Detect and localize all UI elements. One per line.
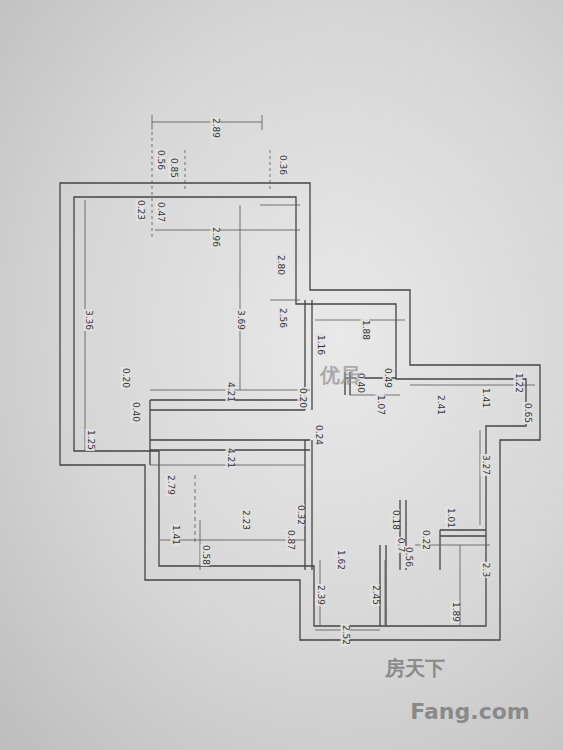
dimension-label: 1.07 [376, 394, 385, 416]
dimension-label: 0.85 [169, 157, 178, 179]
dimension-line [155, 205, 300, 390]
watermark: 房天下 [385, 658, 445, 678]
dimension-label: 0.24 [314, 424, 323, 446]
dimension-label: 0.7 [396, 537, 405, 553]
dimension-label: 0.65 [523, 402, 532, 424]
dimension-label: 2.80 [276, 254, 285, 276]
dimension-line [85, 200, 310, 465]
inner-wall [74, 197, 526, 626]
dimension-label: 1.16 [316, 334, 325, 356]
dimension-line [315, 320, 535, 545]
dimension-label: 1.62 [336, 549, 345, 571]
outer-wall [60, 183, 540, 640]
dimension-label: 4.21 [226, 381, 235, 403]
dimension-label: 2.56 [278, 307, 287, 329]
dimension-label: 3.69 [236, 309, 245, 331]
dimension-label: 0.56 [156, 149, 165, 171]
dimension-label: 0.20 [121, 367, 130, 389]
dimension-label: 1.01 [446, 507, 455, 529]
dimension-label: 0.22 [421, 529, 430, 551]
dimension-label: 2.79 [166, 474, 175, 496]
dimension-label: 0.49 [383, 367, 392, 389]
dimension-label: 2.23 [241, 509, 250, 531]
dimension-label: 0.18 [391, 509, 400, 531]
dimension-label: 2.3 [481, 562, 490, 578]
watermark: Fang.com [410, 701, 529, 723]
dimension-line [152, 132, 270, 240]
dimension-label: 0.87 [286, 529, 295, 551]
dimension-label: 2.89 [211, 117, 220, 139]
dimension-label: 2.45 [371, 584, 380, 606]
dimension-label: 1.22 [514, 372, 523, 394]
dimension-label: 2.41 [436, 394, 445, 416]
dimension-label: 0.56 [404, 546, 413, 568]
dimension-label: 1.25 [86, 429, 95, 451]
dimension-label: 3.36 [84, 309, 93, 331]
dimension-label: 4.21 [226, 447, 235, 469]
dimension-label: 0.23 [136, 199, 145, 221]
watermark: 优居 [320, 365, 360, 385]
dimension-label: 2.96 [211, 226, 220, 248]
dimension-label: 1.41 [171, 524, 180, 546]
dimension-label: 2.52 [341, 624, 350, 646]
dimension-label: 0.36 [278, 154, 287, 176]
dimension-label: 0.58 [201, 544, 210, 566]
dimension-label: 1.89 [451, 601, 460, 623]
partition [400, 500, 486, 570]
dimension-line [152, 115, 262, 130]
dimension-label: 0.32 [296, 504, 305, 526]
dimension-label: 0.20 [298, 387, 307, 409]
dimension-label: 2.39 [316, 584, 325, 606]
dimension-label: 0.40 [131, 401, 140, 423]
partition [305, 300, 312, 570]
dimension-label: 1.41 [481, 387, 490, 409]
dimension-line [160, 520, 460, 630]
dimension-label: 3.27 [481, 454, 490, 476]
dimension-label: 0.47 [156, 201, 165, 223]
dimension-label: 1.88 [361, 319, 370, 341]
door-line [195, 475, 196, 545]
